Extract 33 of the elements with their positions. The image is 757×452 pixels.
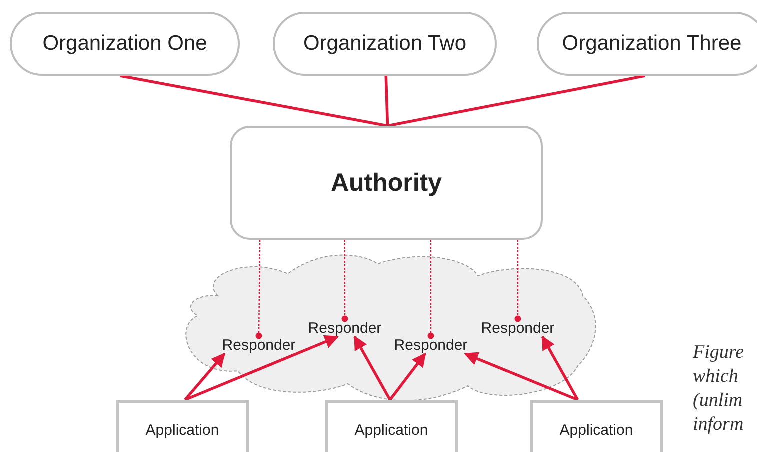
authority-box [230,126,543,240]
application-box [116,400,249,452]
application-box [530,400,663,452]
responder-label: Responder [481,320,555,336]
arrow [541,336,580,401]
dotted-connector [428,240,434,340]
responder-label: Responder [394,336,468,354]
organization-label: Organization Three [562,32,742,56]
arrow [184,352,226,401]
caption-text: which [693,366,738,388]
organization-label: Organization One [42,32,208,56]
arrow [354,336,392,401]
organization-label: Organization Two [303,32,467,56]
application-label: Application [146,422,220,439]
arrow [184,335,339,402]
connector-line [120,74,388,128]
dotted-connector [342,240,348,322]
caption-text: (unlim [693,390,743,412]
dotted-connector [256,240,262,340]
arrow [389,352,426,401]
responder-label: Responder [222,336,296,354]
connector-line [384,76,390,126]
application-label: Application [354,422,428,439]
application-box [325,400,458,452]
application-label: Application [560,422,634,439]
responder-label: Responder [308,320,382,336]
caption-text: Figure [693,342,744,364]
dotted-connector [514,240,522,322]
caption-text: inform [693,414,744,436]
connector-line [387,74,646,128]
authority-label: Authority [330,168,442,198]
arrow [464,352,578,402]
organization-pill [537,12,757,76]
